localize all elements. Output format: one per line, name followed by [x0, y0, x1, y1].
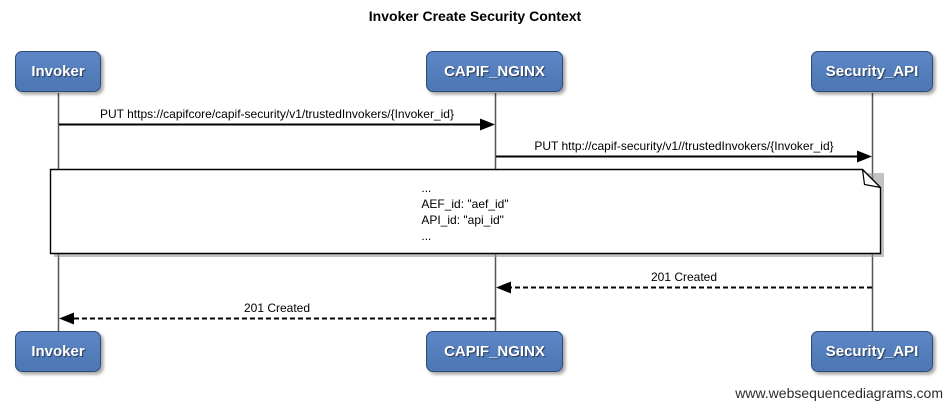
- note-line: ...: [421, 180, 432, 195]
- actor-bottom-security-api: Security_API: [811, 331, 933, 372]
- message-3-arrowhead-left-icon: [496, 281, 511, 294]
- note: ... AEF_id: "aef_id" API_id: "api_id" ..…: [50, 169, 880, 254]
- actor-bottom-capif-nginx: CAPIF_NGINX: [426, 331, 563, 372]
- message-2-arrowhead-right-icon: [857, 150, 872, 163]
- note-body: [49, 168, 882, 255]
- watermark-credit: www.websequencediagrams.com: [735, 385, 943, 401]
- note-text-block: ... AEF_id: "aef_id" API_id: "api_id" ..…: [421, 180, 508, 244]
- actor-top-security-api: Security_API: [811, 51, 933, 92]
- note-line: API_id: "api_id": [421, 212, 504, 227]
- message-1-label: PUT https://capifcore/capif-security/v1/…: [100, 107, 454, 121]
- message-1-arrowhead-right-icon: [480, 118, 495, 131]
- note-line: AEF_id: "aef_id": [421, 196, 509, 211]
- actor-top-capif-nginx: CAPIF_NGINX: [426, 51, 563, 92]
- message-2-label: PUT http://capif-security/v1//trustedInv…: [534, 139, 834, 153]
- actor-top-invoker: Invoker: [15, 51, 101, 92]
- message-3-label: 201 Created: [650, 270, 718, 284]
- message-4-label: 201 Created: [243, 301, 311, 315]
- diagram-title: Invoker Create Security Context: [368, 8, 582, 24]
- note-fold-corner-icon: [861, 169, 881, 189]
- actor-bottom-invoker: Invoker: [15, 331, 101, 372]
- message-4-arrowhead-left-icon: [59, 312, 74, 325]
- note-line: ...: [421, 228, 432, 243]
